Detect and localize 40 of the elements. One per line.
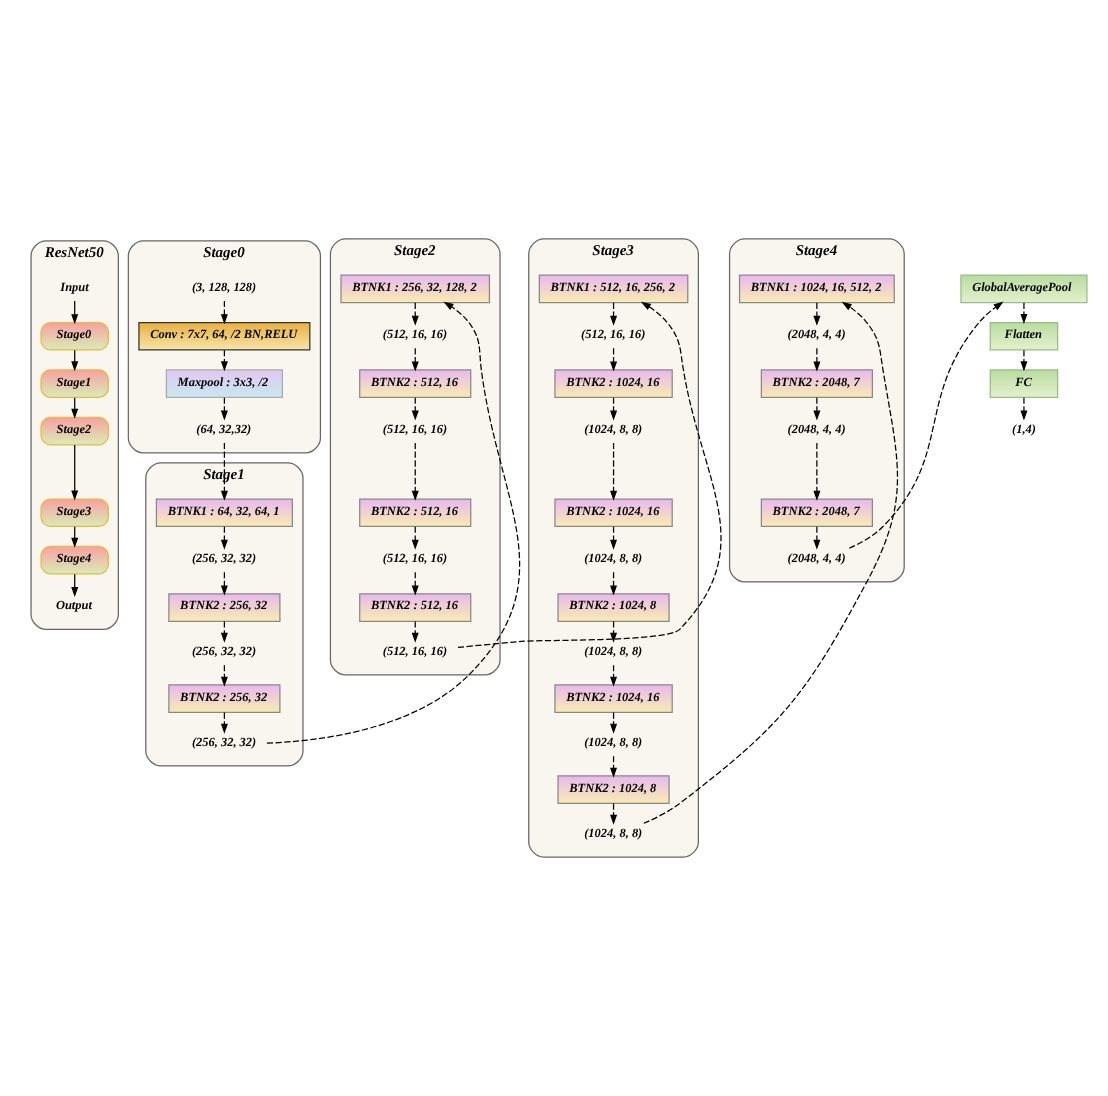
arrow [1020,397,1028,421]
arrow [610,347,618,372]
arrow [813,442,821,501]
arrow [610,802,618,825]
arrow [411,302,419,326]
arrow [610,571,618,596]
arrow [457,301,722,649]
arrow [610,664,618,687]
arrow [1020,349,1028,372]
arrow [220,442,228,501]
arrow [220,397,228,421]
arrow [610,442,618,501]
arrow [266,301,521,744]
arrow [220,349,228,372]
arrow [610,620,618,643]
arrow [610,711,618,734]
arrow [411,442,419,501]
arrow [220,526,228,550]
arrow [411,620,419,643]
arrow [610,397,618,421]
arrow [643,301,899,824]
arrow [411,571,419,596]
arrow [1020,302,1028,324]
arrow [813,302,821,326]
arrow [610,302,618,326]
arrow [220,664,228,687]
arrow [220,300,228,325]
arrow [411,397,419,421]
arrow [848,301,1004,549]
arrow [220,711,228,734]
arrow [411,347,419,372]
arrow [220,620,228,643]
arrow [610,526,618,550]
arrow [813,347,821,372]
arrow [71,444,79,501]
arrow [813,397,821,421]
arrow [411,526,419,550]
arrow [813,526,821,550]
arrow [220,571,228,596]
arrow [610,755,618,778]
